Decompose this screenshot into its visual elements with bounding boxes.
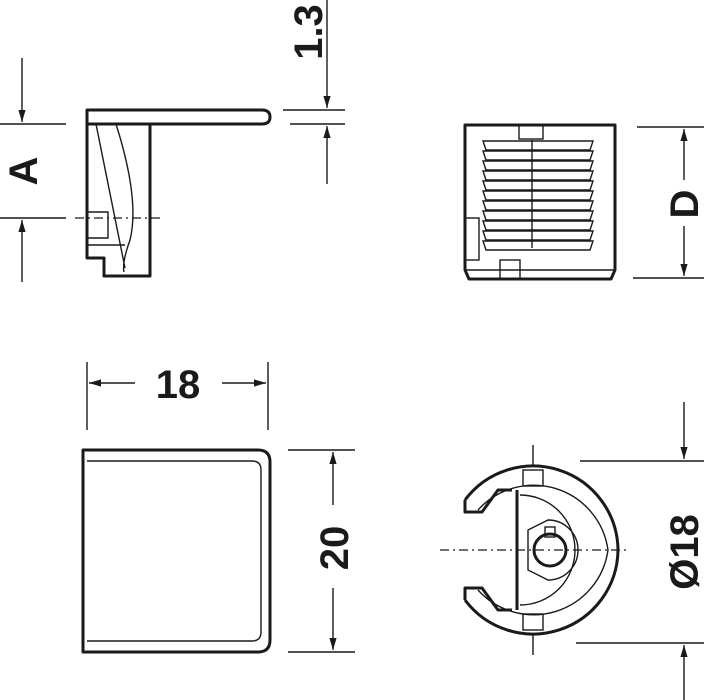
housing-top-view: Ø18 [440,402,704,700]
dimension-label-d: D [663,190,704,219]
dimension-label-height: 20 [313,526,357,571]
side-view: A 1.3 [0,0,345,282]
cover-cap-view: 18 20 [81,362,357,654]
dimension-label-thickness: 1.3 [287,4,331,60]
front-view: D [463,123,704,281]
dimension-label-diameter: Ø18 [663,514,704,590]
dimension-label-a: A [2,157,46,186]
dimension-label-width: 18 [156,363,201,407]
